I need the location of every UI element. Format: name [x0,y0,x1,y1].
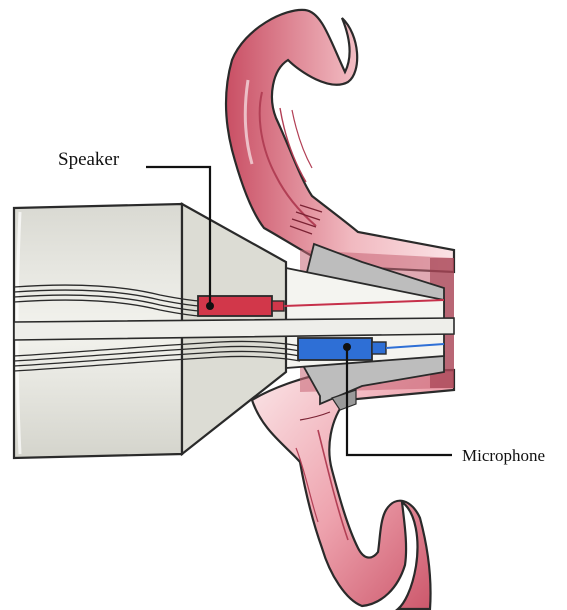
ear-lower-pinna [252,370,454,609]
ear-upper-pinna [226,10,454,272]
speaker-label: Speaker [58,149,120,170]
microphone-label: Microphone [462,446,545,465]
